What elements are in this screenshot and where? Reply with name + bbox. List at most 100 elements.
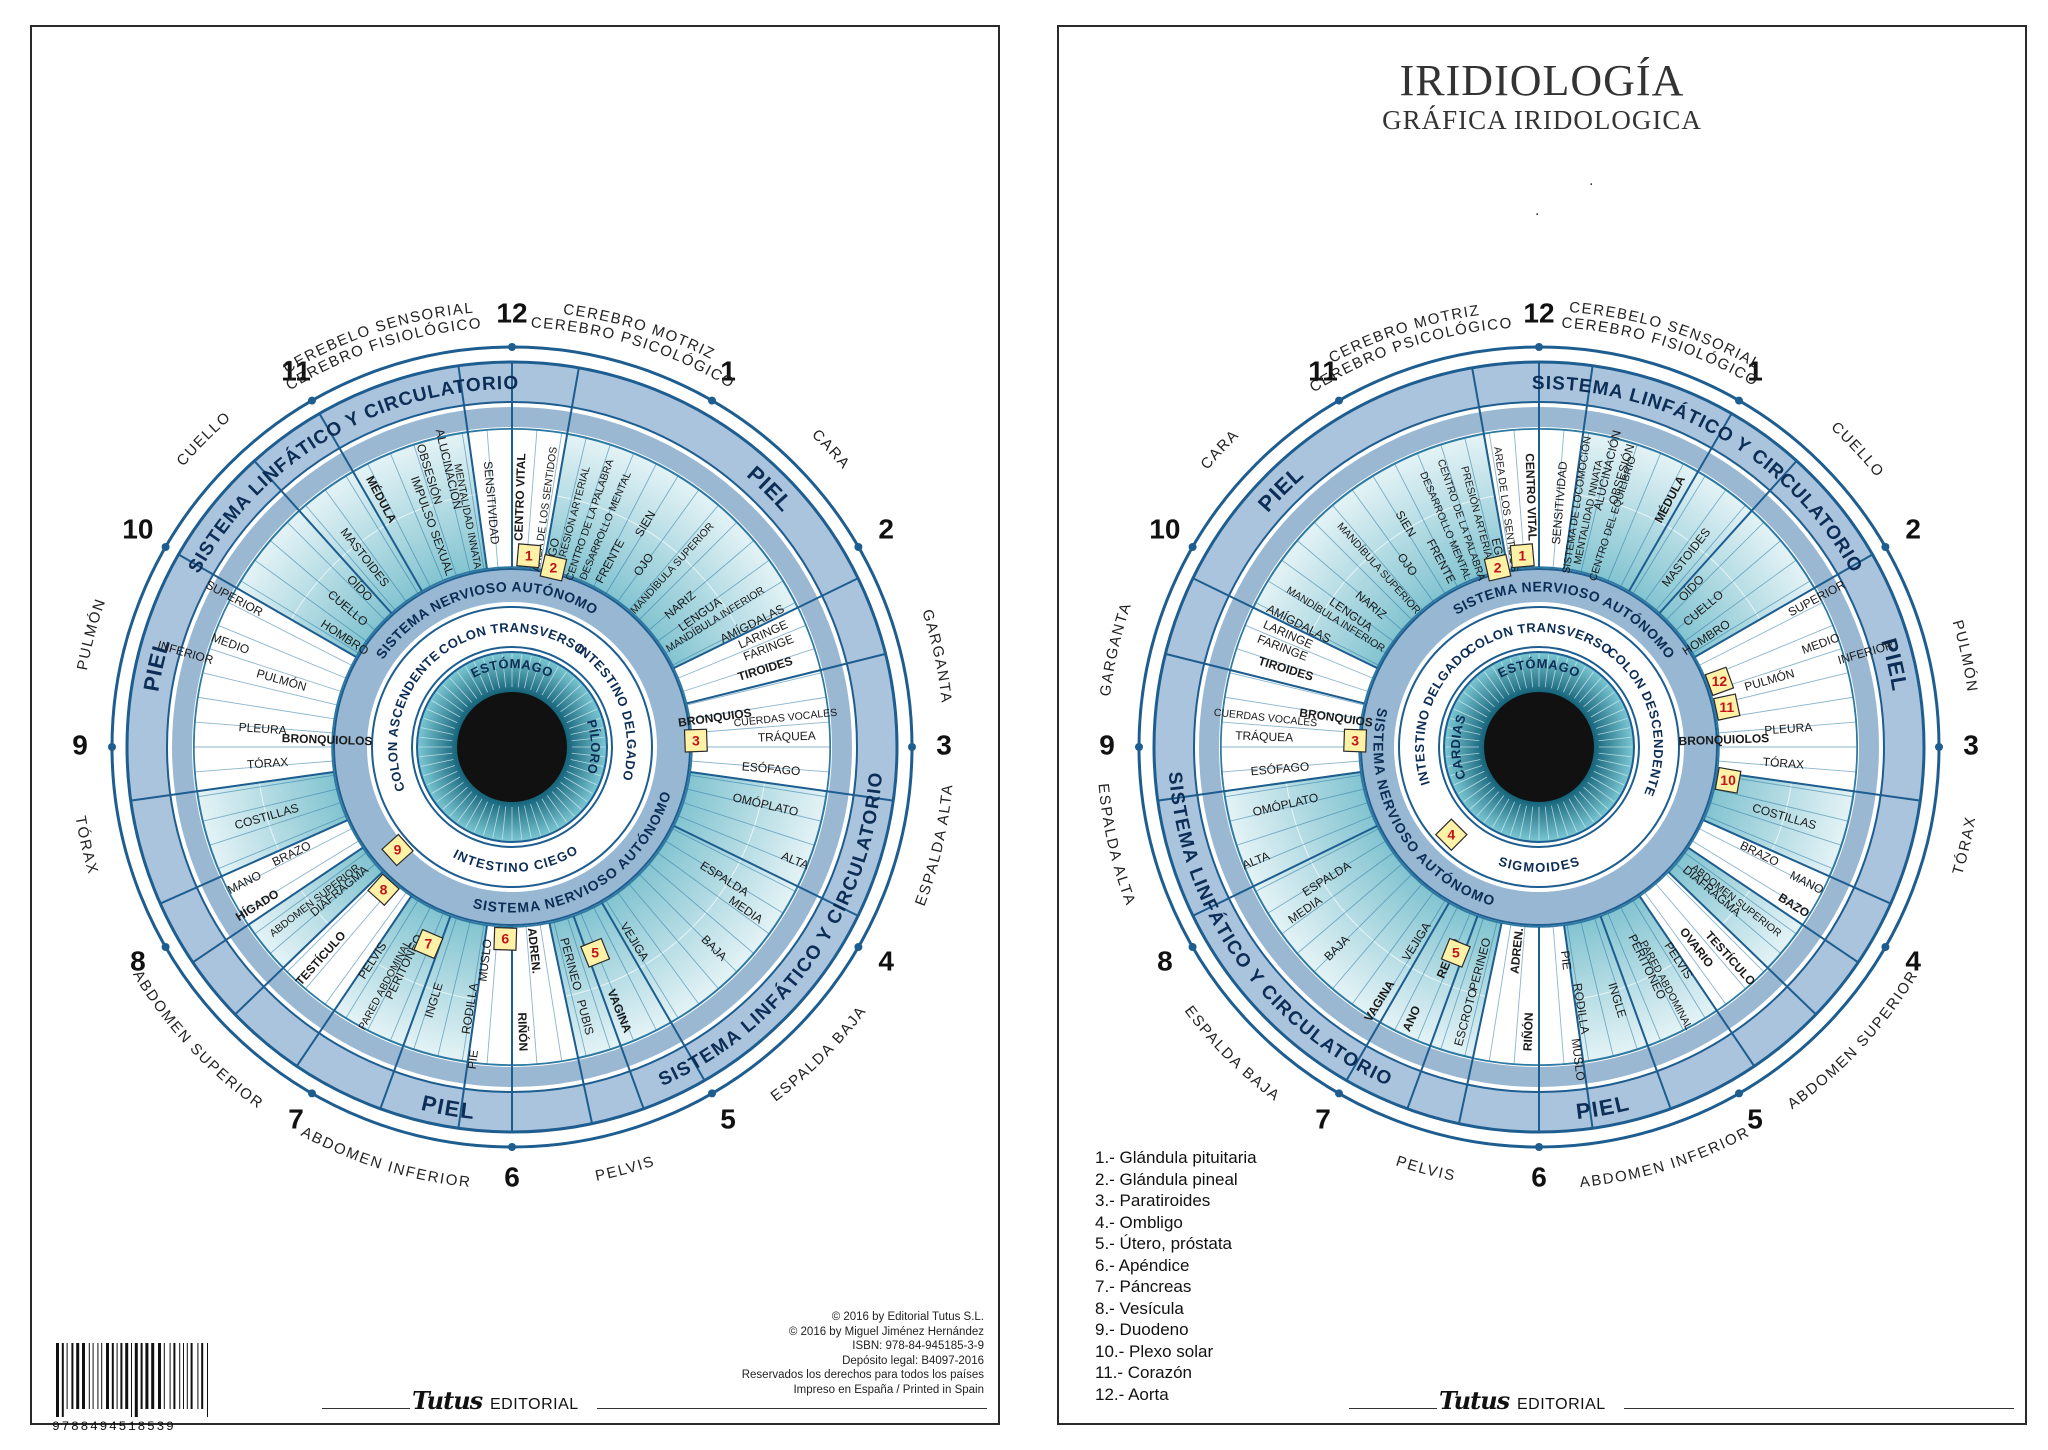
zone-divider	[1644, 892, 1727, 1005]
outer-zone-label-text: CUELLO	[173, 408, 233, 469]
zone-divider	[1699, 828, 1823, 892]
hour-dot	[108, 743, 116, 751]
publisher-name: EDITORIAL	[1517, 1396, 1606, 1413]
hour-number: 2	[878, 513, 894, 544]
zone-major-divider	[1457, 922, 1503, 1124]
organ-marker-number: 5	[591, 945, 599, 961]
organ-marker	[1713, 693, 1741, 721]
iris-fiber	[1551, 655, 1559, 689]
hour-number: 8	[130, 945, 146, 976]
copyright-block: © 2016 by Editorial Tutus S.L.© 2016 by …	[742, 1310, 984, 1398]
zone-divider	[367, 907, 431, 1031]
zone-divider	[269, 863, 376, 954]
mark: .	[1535, 202, 1540, 219]
iris-fiber	[1528, 654, 1534, 688]
hour-number: 12	[496, 297, 527, 328]
zone-divider	[437, 921, 471, 1057]
zone-major-divider	[318, 413, 423, 592]
zone-divider	[1710, 802, 1842, 846]
iris-fiber	[473, 661, 488, 693]
iris-fiber	[420, 727, 454, 735]
colon-ring	[372, 607, 652, 887]
zone-divider	[254, 559, 367, 642]
iris-fiber	[568, 717, 601, 729]
publisher-logo: Tutus	[1439, 1386, 1510, 1415]
hour-number: 6	[504, 1161, 520, 1192]
hour-number: 4	[878, 945, 894, 976]
legend-item: 1.- Glándula pituitaria	[1095, 1148, 1257, 1167]
zone-major-divider	[1703, 819, 1892, 905]
iris-fiber	[1597, 727, 1631, 735]
organ-marker-number: 5	[1452, 945, 1460, 961]
zone-divider	[209, 802, 341, 846]
zone-divider	[286, 521, 386, 621]
copyright-line: © 2016 by Miguel Jiménez Hernández	[788, 1325, 984, 1338]
iris-label-text: PÍLORO	[584, 718, 603, 777]
zone-major-divider	[1599, 915, 1672, 1110]
publisher-name: EDITORIAL	[490, 1396, 579, 1413]
zone-divider	[1267, 840, 1386, 914]
barcode	[56, 1343, 208, 1417]
zone-divider	[218, 815, 346, 870]
zone-divider	[1594, 444, 1638, 576]
organ-label: CENTRO VITAL	[511, 453, 528, 541]
zone-divider	[525, 926, 538, 1065]
zone-divider	[638, 873, 738, 973]
zone-divider	[617, 489, 700, 602]
organ-marker-number: 3	[692, 732, 700, 748]
zone-divider	[1229, 672, 1365, 706]
zone-divider	[1488, 432, 1512, 570]
zone-divider	[194, 760, 333, 773]
organ-label: PIE	[1558, 950, 1574, 971]
barcode-bar	[97, 1343, 99, 1409]
zone-divider	[1566, 924, 1590, 1062]
zone-major-divider	[548, 922, 594, 1124]
barcode-bar	[106, 1343, 109, 1409]
zone-divider	[689, 696, 827, 720]
iris-fiber	[1578, 791, 1602, 817]
zone-divider	[1372, 900, 1446, 1019]
iris-fiber	[1551, 805, 1559, 839]
organ-marker-number: 2	[549, 559, 557, 575]
iris-label-text: CARDIAS	[1448, 712, 1469, 781]
hour-dot	[908, 743, 916, 751]
iris-fiber	[541, 798, 559, 828]
hour-number: 5	[1747, 1104, 1763, 1135]
zone-divider	[1224, 696, 1362, 720]
zone-divider	[1221, 721, 1360, 734]
zone-divider	[1699, 602, 1823, 666]
iris-fiber	[1583, 786, 1609, 810]
zone-divider	[678, 624, 806, 679]
barcode-bar	[131, 1343, 132, 1417]
zone-divider	[1440, 918, 1484, 1050]
zone-divider	[228, 828, 352, 892]
hour-number: 2	[1905, 513, 1921, 544]
pupil	[457, 692, 567, 802]
iris-fiber	[1500, 801, 1515, 833]
organ-marker-number: 4	[1447, 826, 1455, 842]
zone-major-divider	[1345, 902, 1450, 1081]
hour-dot	[1335, 396, 1343, 405]
iris-fiber	[465, 798, 483, 828]
iris-fiber	[530, 658, 542, 691]
iris-fiber	[1469, 684, 1495, 708]
legend-item: 11.- Corazón	[1095, 1363, 1193, 1382]
outer-zone-label: CUELLO	[1828, 419, 1888, 481]
iris-fiber	[566, 771, 598, 786]
hour-dot	[508, 1143, 516, 1151]
zone-divider	[691, 760, 830, 773]
zone-major-divider	[601, 902, 706, 1081]
organ-marker	[1704, 666, 1735, 697]
hour-number: 3	[936, 729, 952, 760]
iris-fiber	[1590, 776, 1620, 794]
zone-divider	[1655, 504, 1746, 611]
hour-dot	[1535, 1143, 1543, 1151]
hour-dot	[1881, 943, 1890, 951]
zone-divider	[1440, 444, 1484, 576]
footer-rule	[1349, 1408, 1437, 1409]
outer-zone-label: PELVIS	[594, 1153, 657, 1185]
hour-number: 11	[1308, 355, 1338, 386]
zone-divider	[1665, 873, 1765, 973]
iris-fiber	[1578, 677, 1602, 703]
